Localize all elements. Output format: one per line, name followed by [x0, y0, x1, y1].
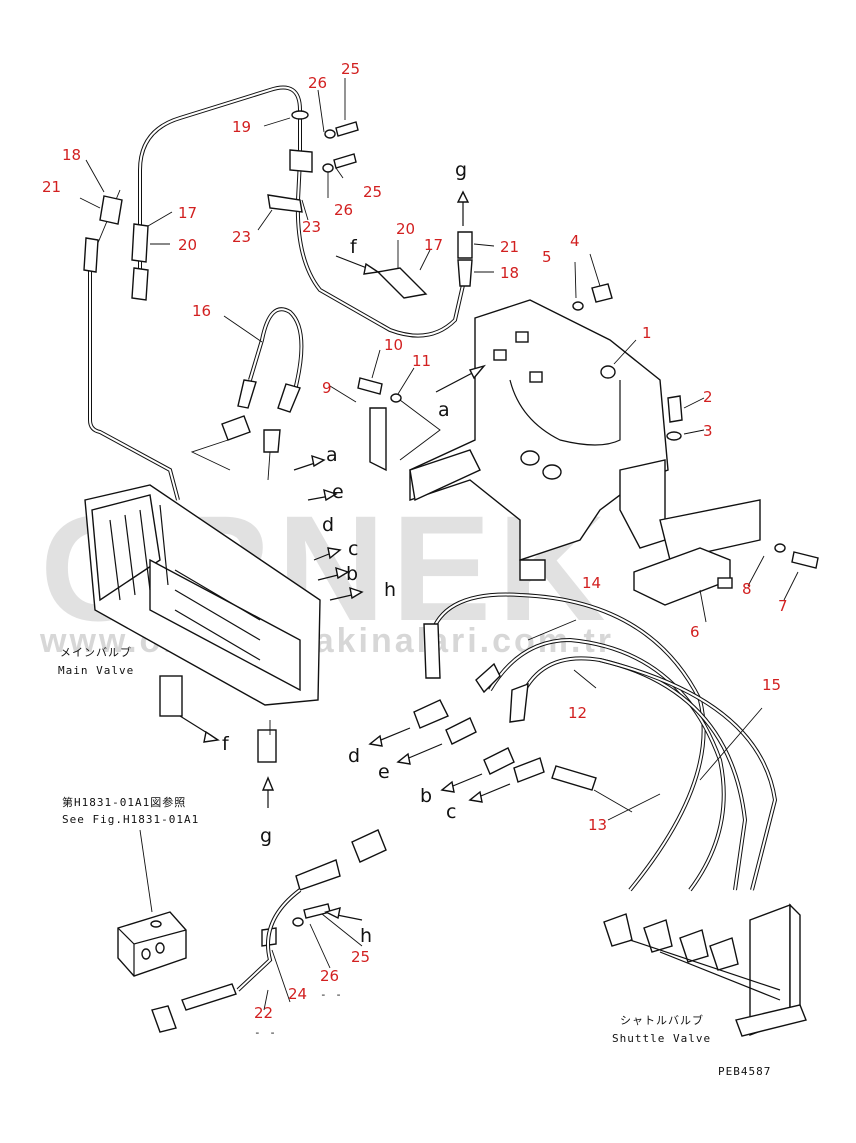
frame-bracket: [409, 299, 761, 581]
reference-label-jp: 第H1831-01A1図参照: [62, 795, 186, 809]
callout-2[interactable]: 2: [703, 388, 713, 406]
callout-12[interactable]: 12: [568, 704, 587, 722]
main-valve-label-en: Main Valve: [58, 664, 134, 677]
reference-label-en: See Fig.H1831-01A1: [62, 813, 199, 826]
callout-8[interactable]: 8: [742, 580, 752, 598]
reference-block: [117, 829, 387, 1033]
callout-9[interactable]: 9: [322, 379, 332, 397]
letter-a-mid: a: [438, 399, 450, 421]
hose-16: [190, 307, 304, 481]
dash-note-22: - -: [254, 1026, 277, 1039]
callout-26c[interactable]: 26: [320, 967, 339, 985]
letter-g-low: g: [260, 825, 272, 847]
callout-24[interactable]: 24: [288, 985, 307, 1003]
callout-15[interactable]: 15: [762, 676, 781, 694]
callout-4[interactable]: 4: [570, 232, 580, 250]
callout-numbers: 1 2 3 4 5 6 7 8 9 10 11 12 13 14 15 16 1…: [42, 60, 788, 1022]
dash-note-26: - -: [320, 988, 343, 1001]
letter-b-top: b: [346, 563, 358, 585]
callout-17b[interactable]: 17: [424, 236, 443, 254]
callout-23b[interactable]: 23: [302, 218, 321, 236]
letter-e-top: e: [332, 481, 344, 503]
lower-hoses: [413, 592, 778, 892]
letter-c-low: c: [446, 801, 456, 823]
callout-25c[interactable]: 25: [351, 948, 370, 966]
callout-14[interactable]: 14: [582, 574, 601, 592]
letter-h-top: h: [384, 579, 396, 601]
callout-16[interactable]: 16: [192, 302, 211, 320]
letter-b-low: b: [420, 785, 432, 807]
callout-25b[interactable]: 25: [363, 183, 382, 201]
callout-25a[interactable]: 25: [341, 60, 360, 78]
callout-5[interactable]: 5: [542, 248, 552, 266]
letter-g-top: g: [455, 159, 467, 181]
callout-19[interactable]: 19: [232, 118, 251, 136]
callout-21a[interactable]: 21: [42, 178, 61, 196]
letter-e-low: e: [378, 761, 390, 783]
callout-20b[interactable]: 20: [396, 220, 415, 238]
letter-f-top: f: [350, 236, 358, 258]
callout-11[interactable]: 11: [412, 352, 431, 370]
callout-18a[interactable]: 18: [62, 146, 81, 164]
callout-22[interactable]: 22: [254, 1004, 273, 1022]
callout-26b[interactable]: 26: [334, 201, 353, 219]
callout-13[interactable]: 13: [588, 816, 607, 834]
hardware-bolts: [357, 283, 819, 569]
callout-20a[interactable]: 20: [178, 236, 197, 254]
shuttle-valve: [603, 903, 807, 1037]
callout-3[interactable]: 3: [703, 422, 713, 440]
leader-lines: [79, 78, 799, 1011]
shuttle-valve-label-en: Shuttle Valve: [612, 1032, 711, 1045]
callout-1[interactable]: 1: [642, 324, 652, 342]
main-valve-label-jp: メインバルブ: [60, 645, 132, 659]
callout-6[interactable]: 6: [690, 623, 700, 641]
captions: メインバルブ Main Valve 第H1831-01A1図参照 See Fig…: [58, 645, 771, 1078]
main-valve: [84, 484, 321, 763]
callout-10[interactable]: 10: [384, 336, 403, 354]
flow-arrows: [179, 190, 511, 921]
callout-17a[interactable]: 17: [178, 204, 197, 222]
shuttle-valve-label-jp: シャトルバルブ: [620, 1013, 704, 1027]
drawing-code: PEB4587: [718, 1065, 771, 1078]
letter-h-low: h: [360, 925, 372, 947]
letter-a-left: a: [326, 444, 338, 466]
callout-21b[interactable]: 21: [500, 238, 519, 256]
callout-18b[interactable]: 18: [500, 264, 519, 282]
letter-d-low: d: [348, 745, 360, 767]
plate-6: [633, 547, 733, 623]
letter-f-low: f: [222, 733, 230, 755]
letter-d-top: d: [322, 514, 334, 536]
callout-23a[interactable]: 23: [232, 228, 251, 246]
callout-26a[interactable]: 26: [308, 74, 327, 92]
connection-letters: g f a a e d c b h f g d e b c h: [222, 159, 467, 947]
upper-tube-assembly: [83, 85, 473, 501]
letter-c-top: c: [348, 538, 358, 560]
callout-7[interactable]: 7: [778, 597, 788, 615]
